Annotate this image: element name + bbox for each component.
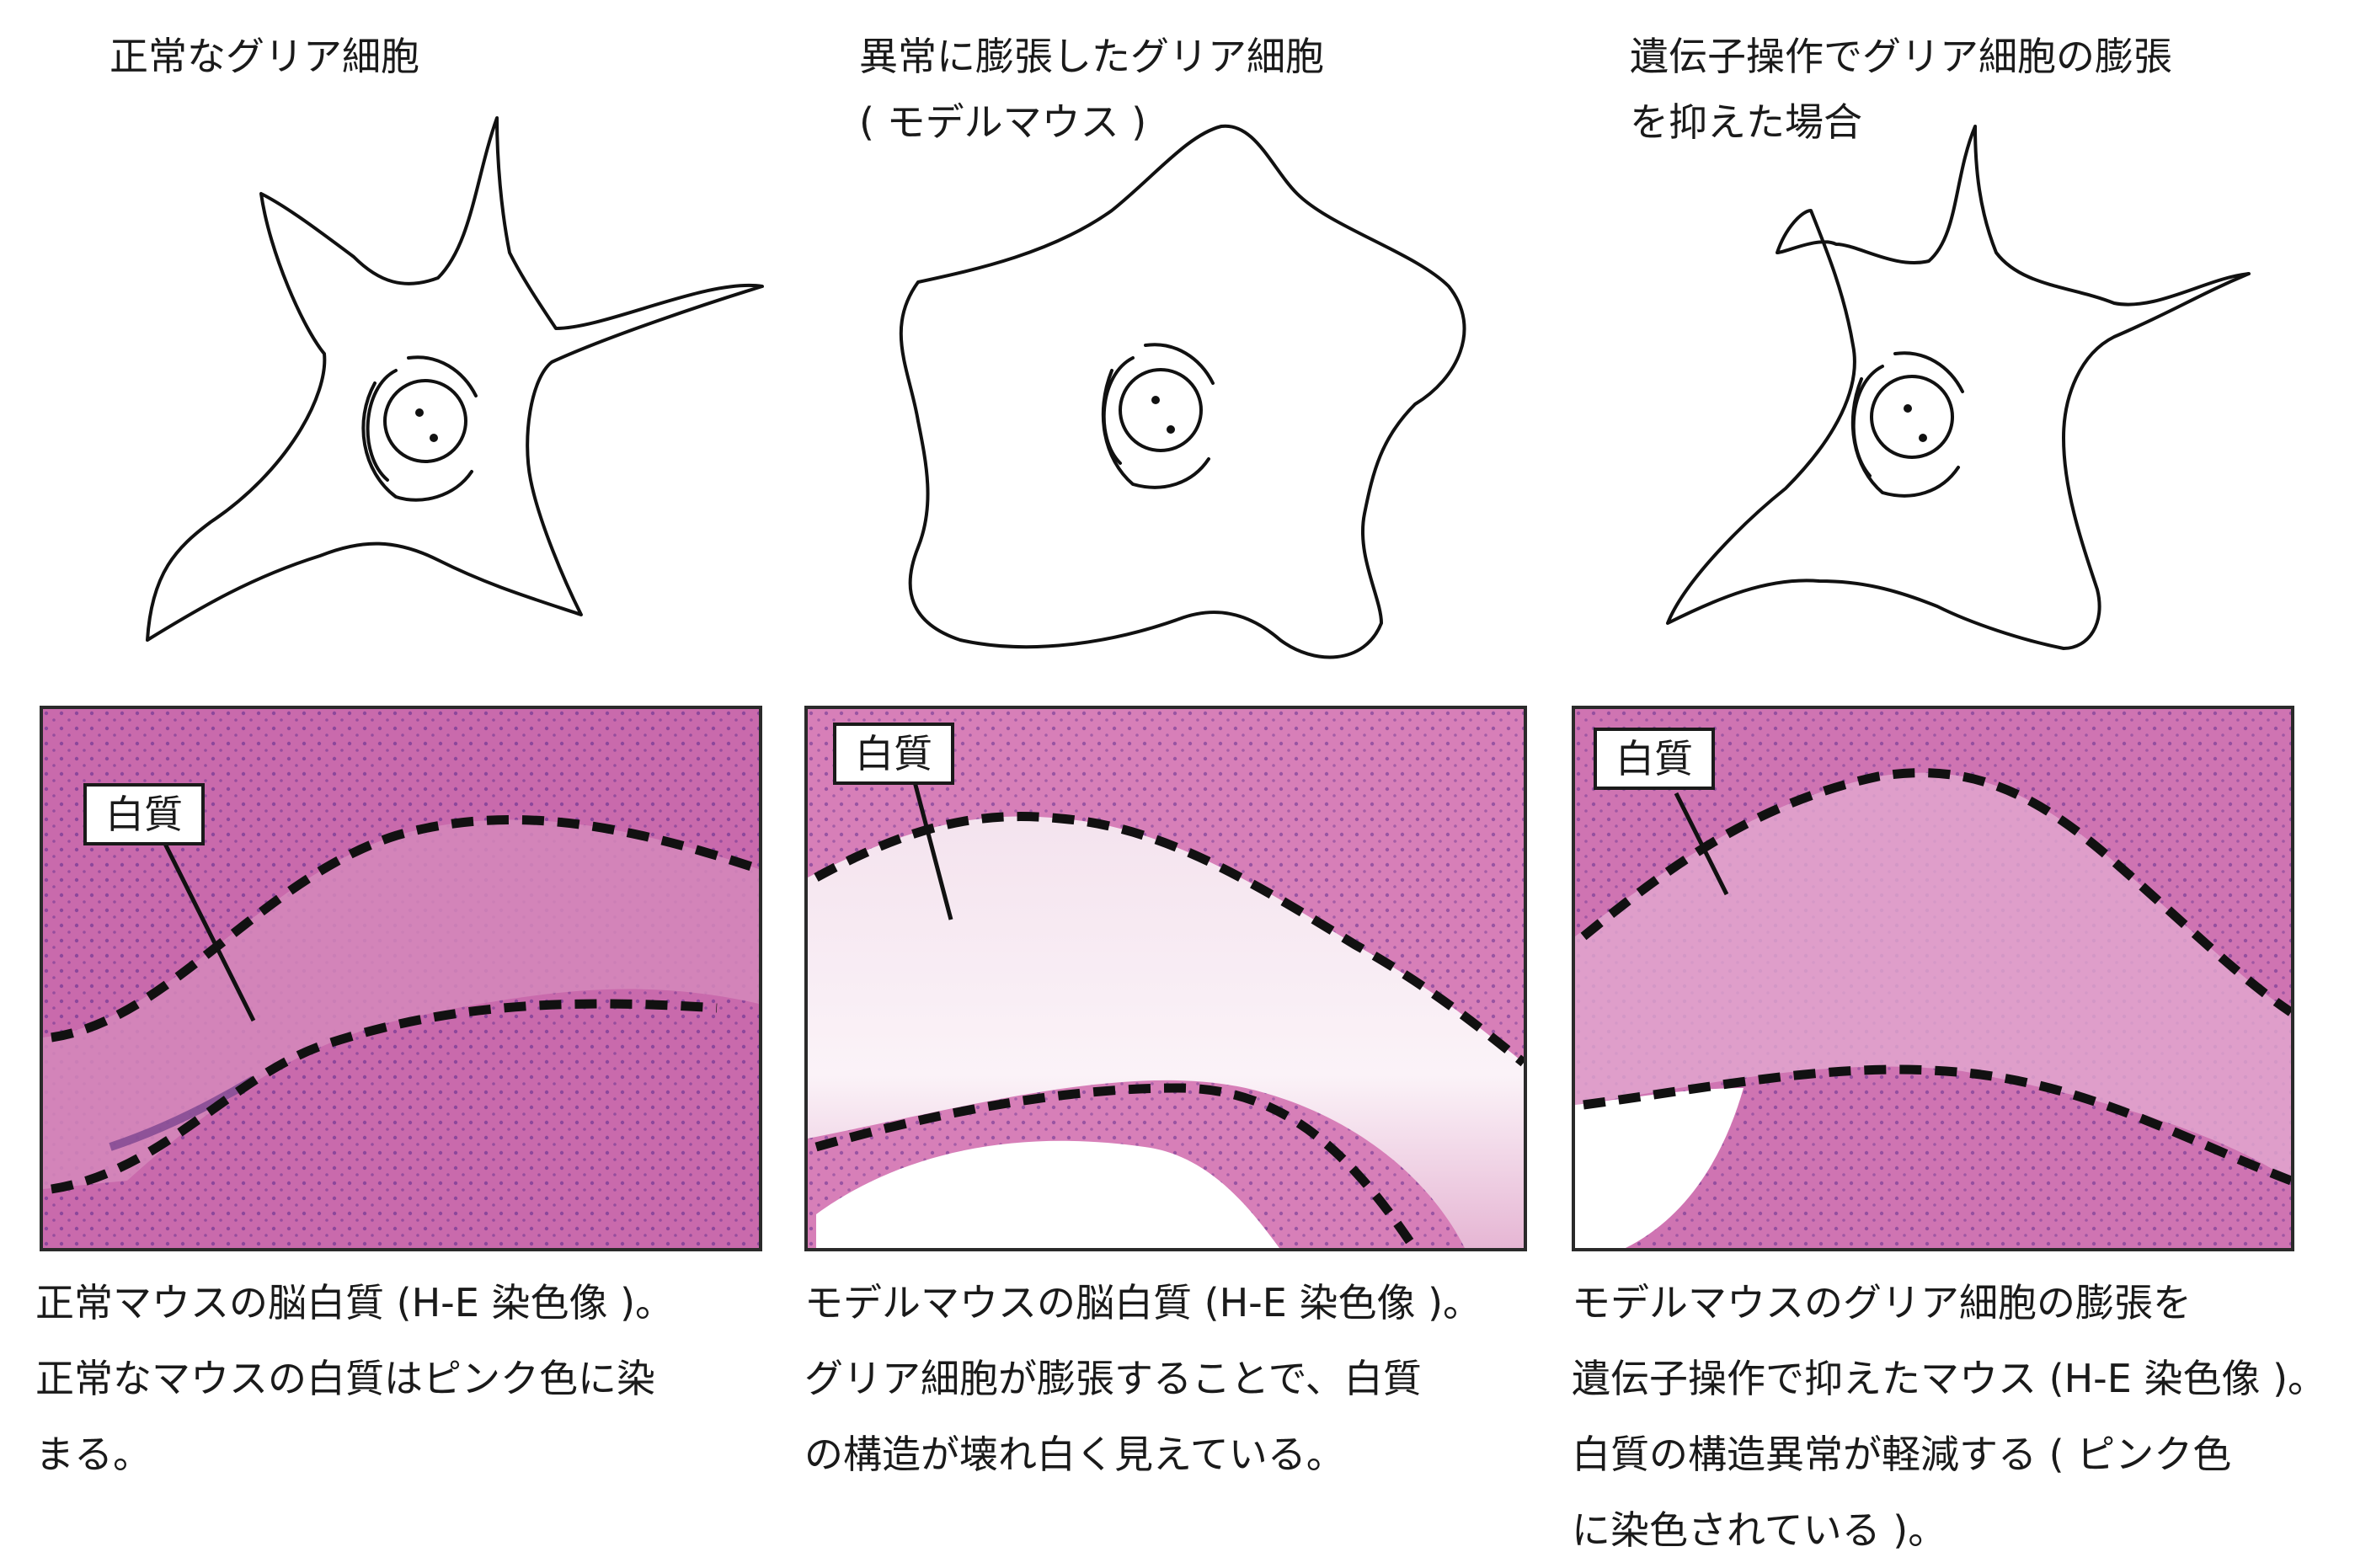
swollen-glia-cell [901, 126, 1465, 658]
histology-panel-suppressed: 白質 [1572, 706, 2294, 1251]
white-matter-label: 白質 [1594, 728, 1715, 790]
histology-panel-normal: 白質 [40, 706, 762, 1251]
cell-drawings [0, 0, 2371, 691]
suppressed-glia-cell [1668, 126, 2249, 648]
caption-suppressed: モデルマウスのグリア細胞の膨張を 遺伝子操作で抑えたマウス (H-E 染色像 )… [1572, 1265, 2326, 1568]
caption-normal: 正常マウスの脳白質 (H-E 染色像 )。 正常なマウスの白質はピンク色に染 ま… [35, 1265, 674, 1492]
white-matter-label: 白質 [83, 783, 205, 845]
caption-swollen: モデルマウスの脳白質 (H-E 染色像 )。 グリア細胞が膨張することで、白質 … [804, 1265, 1482, 1492]
histology-panel-swollen: 白質 [804, 706, 1527, 1251]
normal-glia-cell [147, 118, 762, 640]
white-matter-label: 白質 [833, 723, 954, 785]
